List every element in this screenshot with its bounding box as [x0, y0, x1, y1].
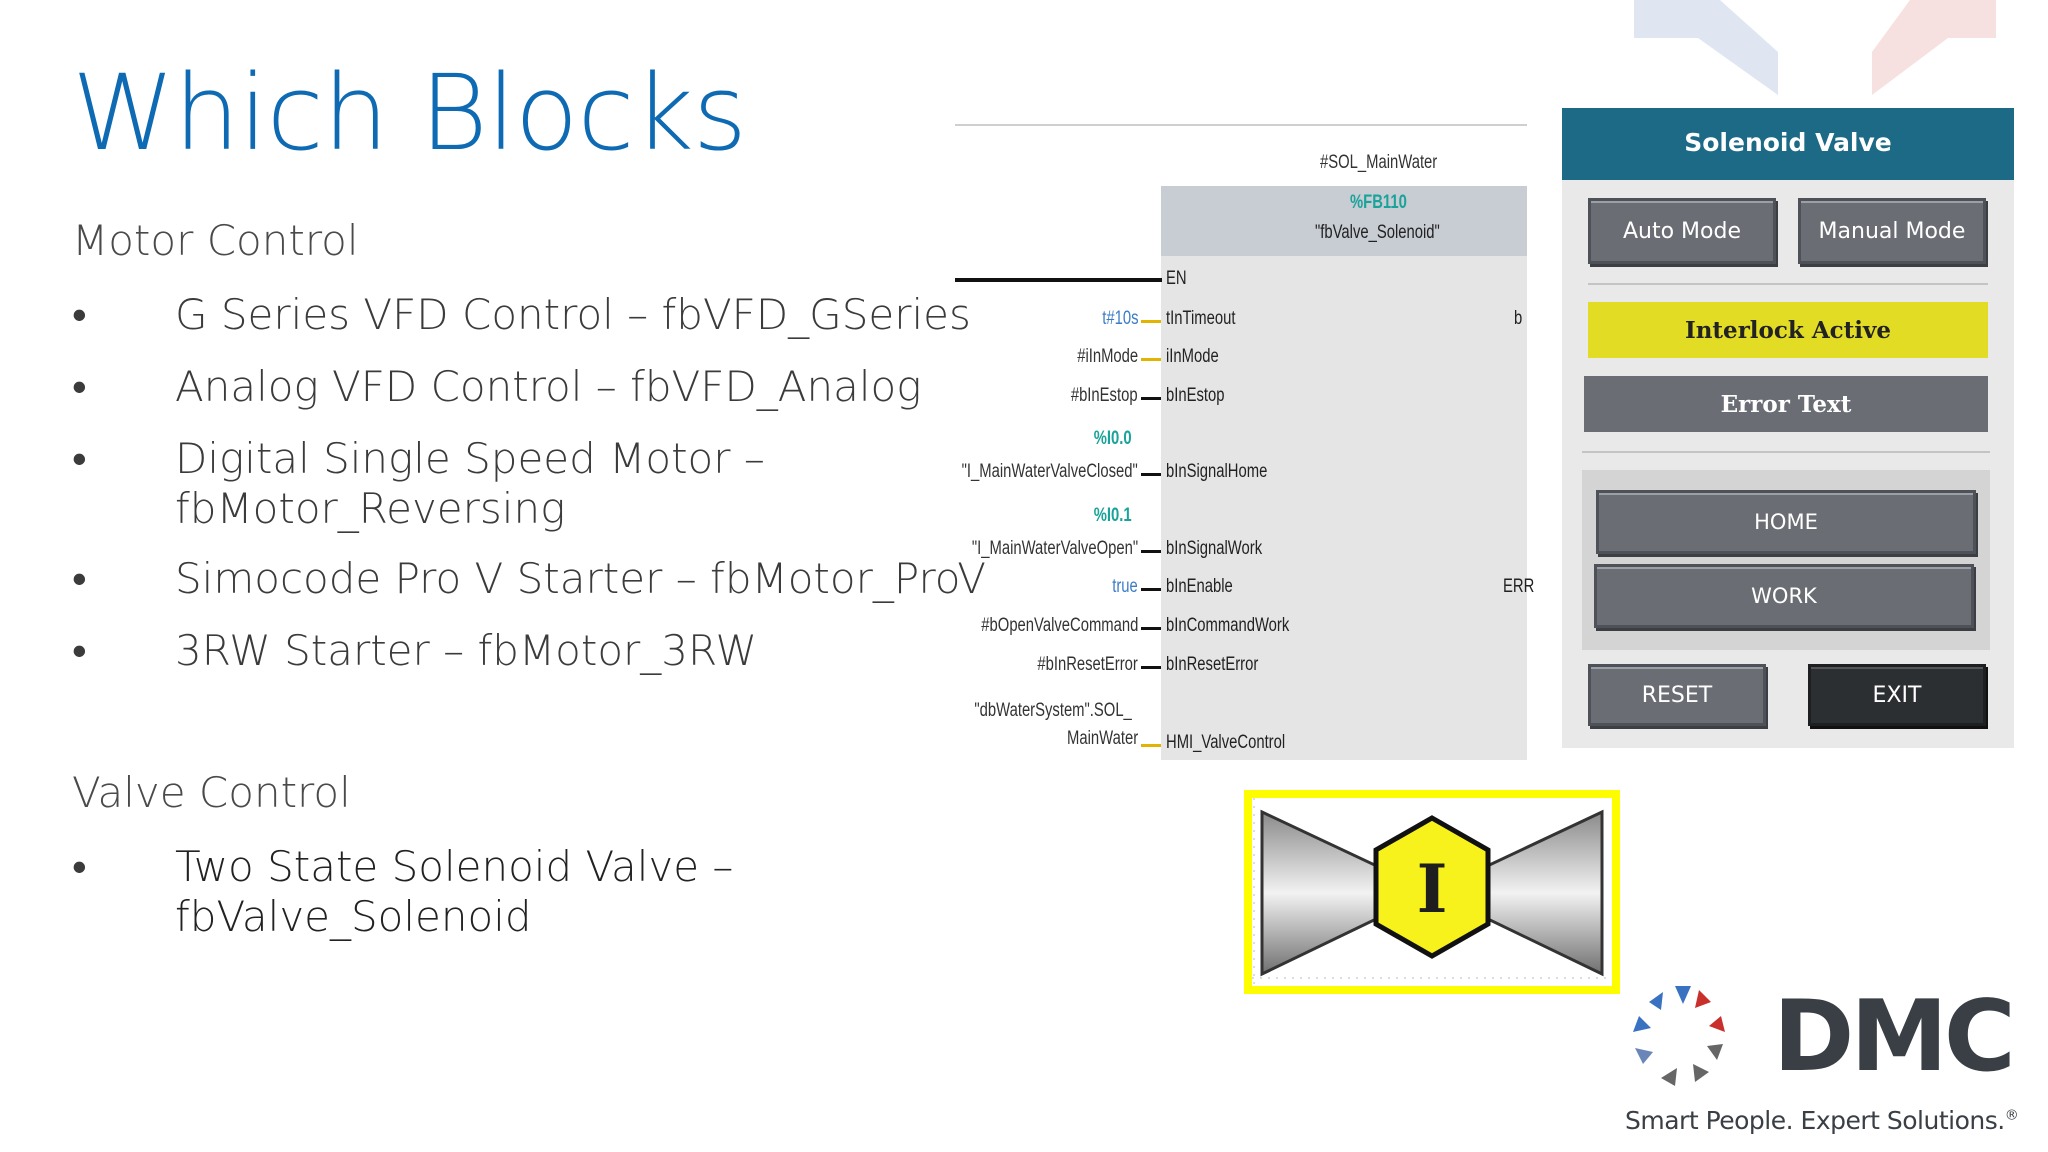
dmc-logo: DMC Smart People. Expert Solutions.®: [1625, 980, 2025, 1140]
decorative-chevrons: [1634, 0, 1996, 95]
valve-interlock-icon: I: [1244, 790, 1620, 994]
arg-reset: #bInResetError: [1037, 654, 1138, 675]
arg-command: #bOpenValveCommand: [980, 615, 1138, 636]
arg-home-tag: "I_MainWaterValveClosed": [961, 461, 1138, 482]
pin-timeout: tInTimeout: [1166, 308, 1236, 329]
fb-type-name: "fbValve_Solenoid": [1315, 222, 1440, 243]
wire: [1141, 627, 1161, 630]
fb-header: [1161, 186, 1527, 256]
pin-estop: bInEstop: [1166, 385, 1225, 406]
pin-command-work: bInCommandWork: [1166, 615, 1290, 636]
bullet-dot: •: [72, 362, 87, 411]
fb-instance-name: #SOL_MainWater: [1320, 152, 1438, 173]
pin-enable: bInEnable: [1166, 576, 1233, 597]
logo-wordmark: DMC: [1773, 980, 2016, 1094]
list-item-text: Two State Solenoid Valve –: [175, 842, 734, 891]
wire: [1141, 588, 1161, 591]
hmi-faceplate: Solenoid Valve Auto Mode Manual Mode Int…: [1562, 108, 2014, 748]
arg-timeout: t#10s: [1101, 308, 1138, 329]
faceplate-title-bar: Solenoid Valve: [1562, 108, 2014, 180]
rung-divider: [955, 124, 1527, 126]
arg-work-tag: "I_MainWaterValveOpen": [971, 538, 1138, 559]
arg-mode: #iInMode: [1077, 346, 1138, 367]
wire: [1141, 473, 1161, 476]
power-rail: [955, 278, 1162, 282]
list-item-text: G Series VFD Control – fbVFD_GSeries: [175, 290, 971, 339]
arg-home-address: %I0.0: [1094, 428, 1132, 449]
pin-signal-home: bInSignalHome: [1166, 461, 1268, 482]
section-heading-valve: Valve Control: [72, 768, 351, 817]
divider: [1588, 283, 1988, 285]
pin-hmi-control: HMI_ValveControl: [1166, 732, 1286, 753]
bullet-dot: •: [72, 626, 87, 675]
slide-title: Which Blocks: [72, 52, 747, 174]
exit-button[interactable]: EXIT: [1808, 664, 1986, 726]
section-heading-motor: Motor Control: [72, 216, 359, 265]
valve-symbol: I: [1252, 798, 1612, 986]
home-button[interactable]: HOME: [1596, 490, 1976, 554]
auto-mode-button[interactable]: Auto Mode: [1588, 198, 1776, 264]
bullet-dot: •: [72, 290, 87, 339]
fb-number: %FB110: [1350, 192, 1407, 213]
wire: [1141, 550, 1161, 553]
wire: [1141, 744, 1161, 747]
faceplate-title: Solenoid Valve: [1684, 128, 1892, 157]
wire: [1141, 358, 1161, 361]
reset-button[interactable]: RESET: [1588, 664, 1766, 726]
list-item-text: Analog VFD Control – fbVFD_Analog: [175, 362, 922, 411]
wire: [1141, 320, 1161, 323]
arg-estop: #bInEstop: [1071, 385, 1138, 406]
wire: [1141, 666, 1161, 669]
valve-icon-frame: I: [1252, 798, 1612, 986]
interlock-status: Interlock Active: [1588, 302, 1988, 358]
list-item-text: 3RW Starter – fbMotor_3RW: [175, 626, 758, 675]
logo-mark-icon: [1633, 986, 1725, 1086]
function-block-diagram: #SOL_MainWater %FB110 "fbValve_Solenoid"…: [955, 120, 1534, 760]
bullet-dot: •: [72, 434, 87, 483]
arg-work-address: %I0.1: [1094, 505, 1132, 526]
error-text-display: Error Text: [1584, 376, 1988, 432]
work-button[interactable]: WORK: [1594, 564, 1974, 628]
arg-hmi-line1: "dbWaterSystem".SOL_: [974, 700, 1132, 721]
logo-tagline: Smart People. Expert Solutions.®: [1625, 1106, 2019, 1135]
fb-body: [1161, 186, 1527, 760]
arg-hmi-line2: MainWater: [1066, 728, 1138, 749]
interlock-letter: I: [1417, 850, 1448, 928]
pin-signal-work: bInSignalWork: [1166, 538, 1263, 559]
manual-mode-button[interactable]: Manual Mode: [1798, 198, 1986, 264]
divider: [1582, 451, 1990, 453]
wire: [1141, 397, 1161, 400]
list-item-text: Simocode Pro V Starter – fbMotor_ProV: [175, 554, 986, 603]
pin-mode: iInMode: [1166, 346, 1219, 367]
output-pin: b: [1514, 308, 1523, 329]
bullet-dot: •: [72, 554, 87, 603]
bullet-dot: •: [72, 842, 87, 891]
list-item-text: Digital Single Speed Motor –: [175, 434, 765, 483]
list-item-text: fbValve_Solenoid: [175, 892, 532, 941]
arg-enable: true: [1112, 576, 1138, 597]
output-pin-error: ERR: [1503, 576, 1535, 597]
pin-reset-error: bInResetError: [1166, 654, 1259, 675]
pin-en: EN: [1166, 268, 1187, 289]
list-item-text: fbMotor_Reversing: [175, 484, 566, 533]
